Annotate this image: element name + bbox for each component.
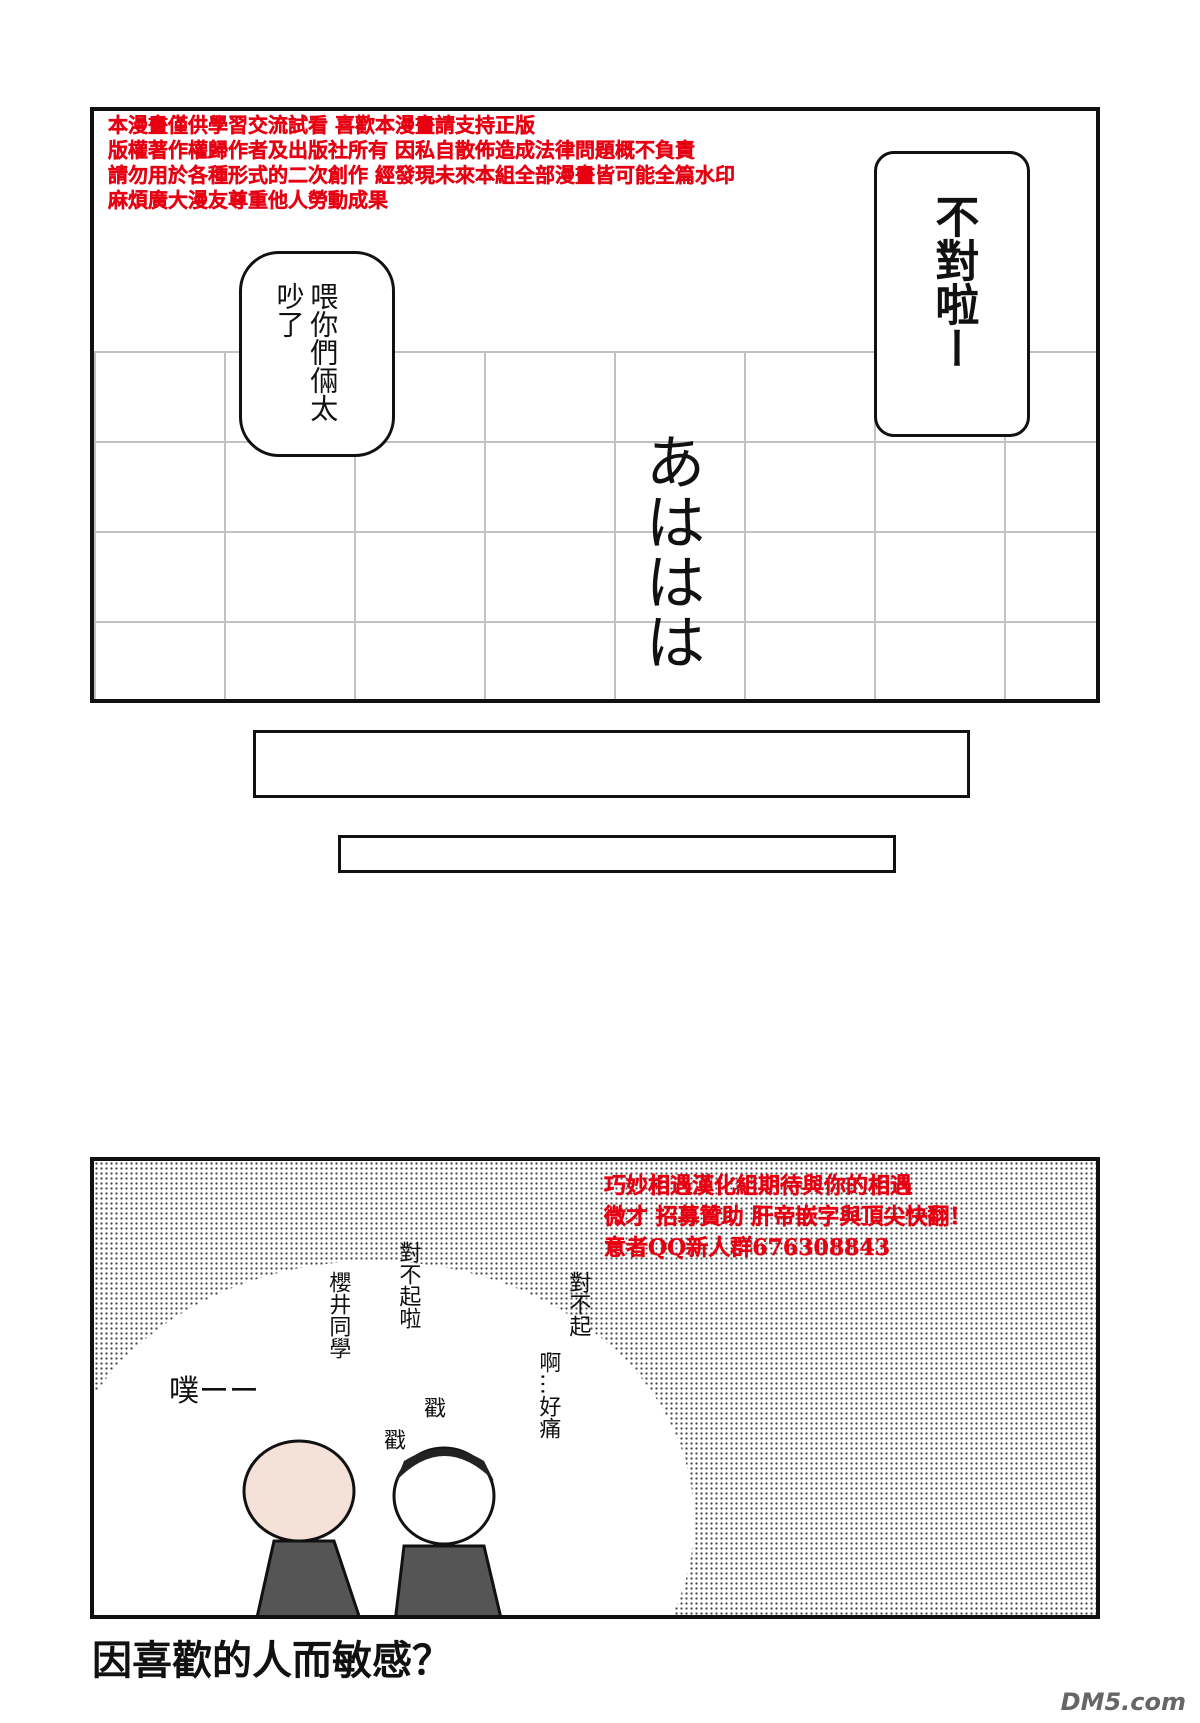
speech-bubble-right: 不對啦ー [874, 151, 1030, 437]
site-logo: DM5.com [1060, 1688, 1186, 1716]
speech-text: 不對啦ー [927, 194, 979, 370]
dialogue-text: 對不起啦 [395, 1241, 421, 1329]
empty-caption-box [253, 730, 970, 798]
dialogue-text: 啊…好痛 [535, 1351, 561, 1439]
speech-bubble-left: 喂你們倆太吵了 [239, 251, 395, 457]
watermark-line: 麻煩廣大漫友尊重他人勞動成果 [108, 188, 388, 212]
empty-caption-box [338, 835, 896, 873]
watermark-line: 版權著作權歸作者及出版社所有 因私自散佈造成法律問題概不負責 [108, 138, 695, 162]
watermark-line: 請勿用於各種形式的二次創作 經發現未來本組全部漫畫皆可能全篇水印 [108, 163, 735, 187]
pfft-sfx: 噗ーー [169, 1374, 259, 1409]
top-manga-panel: 本漫畫僅供學習交流試看 喜歡本漫畫請支持正版 版權著作權歸作者及出版社所有 因私… [90, 107, 1100, 703]
chapter-caption: 因喜歡的人而敏感？ [92, 1637, 452, 1684]
bottom-manga-panel: 巧妙相遇漢化組期待與你的相遇 微才 招募贊助 肝帝嵌字與頂尖快翻！ 意者QQ新人… [90, 1157, 1100, 1619]
recruit-notice: 巧妙相遇漢化組期待與你的相遇 微才 招募贊助 肝帝嵌字與頂尖快翻！ 意者QQ新人… [604, 1171, 972, 1264]
dialogue-text: 櫻井同學 [325, 1271, 351, 1359]
laugh-sfx: あははは [635, 431, 705, 671]
copyright-watermark: 本漫畫僅供學習交流試看 喜歡本漫畫請支持正版 版權著作權歸作者及出版社所有 因私… [108, 113, 735, 213]
dialogue-text: 對不起 [565, 1271, 591, 1337]
poke-sfx: 戳 [424, 1397, 447, 1422]
watermark-line: 本漫畫僅供學習交流試看 喜歡本漫畫請支持正版 [108, 113, 535, 137]
speech-text: 喂你們倆太吵了 [272, 282, 340, 422]
recruit-line: 微才 招募贊助 肝帝嵌字與頂尖快翻！ [604, 1204, 972, 1230]
recruit-line: 意者QQ新人群676308843 [604, 1235, 891, 1261]
recruit-line: 巧妙相遇漢化組期待與你的相遇 [604, 1173, 913, 1199]
characters-illustration [242, 1439, 502, 1615]
poke-sfx: 戳 [384, 1429, 407, 1454]
